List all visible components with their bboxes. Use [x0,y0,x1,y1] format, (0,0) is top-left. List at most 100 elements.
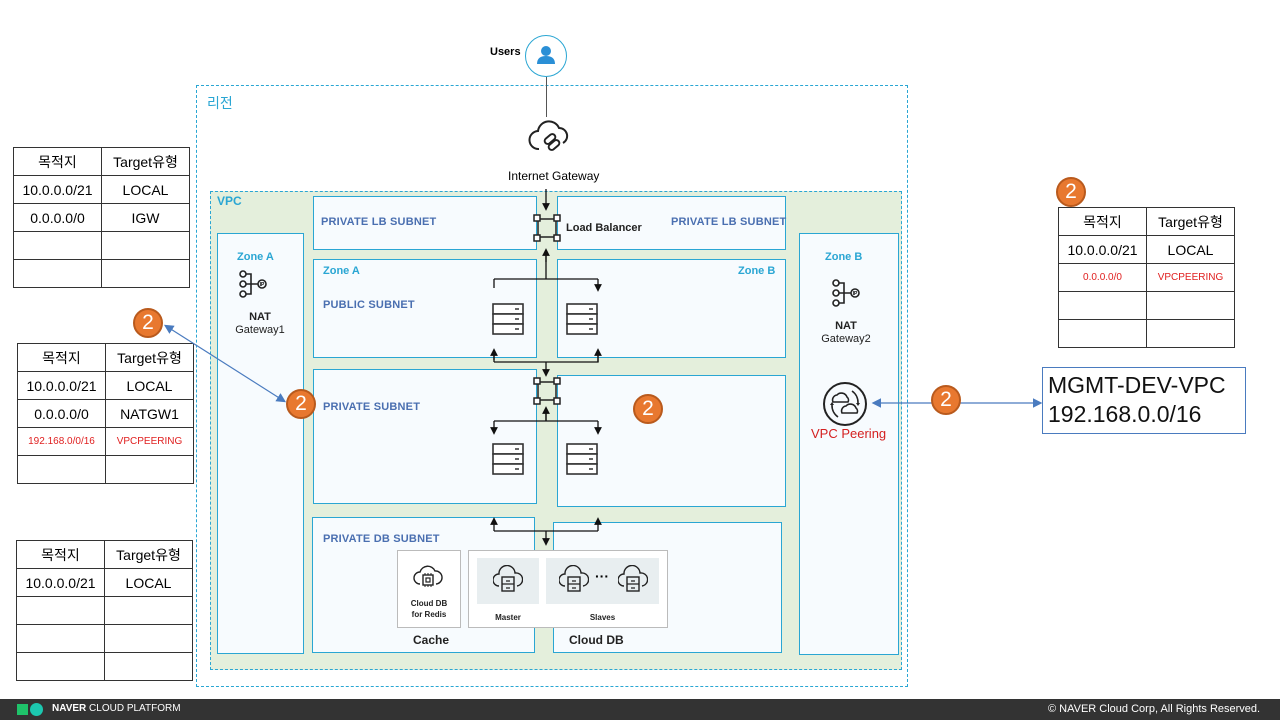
zone-a-label: Zone A [237,251,274,263]
table-row [16,596,193,625]
svg-text:IP: IP [260,282,265,288]
nat-label-line1: NAT [249,311,271,323]
mgmt-vpc-name: MGMT-DEV-VPC [1048,372,1226,398]
public-to-lb2-connector [493,352,599,363]
cell [13,259,102,288]
cell: 10.0.0.0/21 [17,371,106,400]
cell: LOCAL [1146,235,1235,264]
slave-db-icon [617,564,649,600]
zone-a-column [217,233,304,654]
vpc-peering-icon [822,381,868,432]
brand-rest: CLOUD PLATFORM [86,703,181,714]
private-lb-subnet-b [557,196,786,250]
public-subnet-label: PUBLIC SUBNET [323,299,415,311]
cell: VPCPEERING [1146,263,1235,292]
header-target-type: Target유형 [101,147,190,176]
internet-gateway-icon [527,117,573,162]
public-subnet-zone-b-label: Zone B [738,265,776,277]
cell [13,231,102,260]
nat-gateway1-icon: IP [237,268,271,307]
server-icon [566,443,598,480]
load-balancer-icon [533,214,561,249]
cell: LOCAL [104,568,193,597]
redis-label-line2: for Redis [411,610,447,619]
master-db-icon [492,564,524,600]
server-icon [492,443,524,480]
cloud-db-label: Cloud DB [569,633,624,647]
redis-label: Cloud DB for Redis [400,598,458,620]
header-destination: 목적지 [13,147,102,176]
cell [16,652,105,681]
cell [16,596,105,625]
step-badge: 2 [1056,177,1086,207]
step-badge: 2 [286,389,316,419]
private-lb-subnet-a-label: PRIVATE LB SUBNET [321,216,437,228]
nat-label-line2: Gateway2 [821,333,871,345]
private-lb-subnet-b-label: PRIVATE LB SUBNET [671,216,787,228]
slaves-label: Slaves [589,613,616,622]
table-row [17,455,194,484]
step-badge: 2 [633,394,663,424]
zone-b-label: Zone B [825,251,863,263]
vpc-label: VPC [217,194,242,208]
redis-label-line1: Cloud DB [410,599,448,608]
step-badge: 2 [931,385,961,415]
cell [17,455,106,484]
cell: 0.0.0.0/0 [17,399,106,428]
redis-cache-box [397,550,461,628]
nat-gateway2-label: NAT Gateway2 [806,320,886,346]
vpc-peering-label: VPC Peering [811,426,887,441]
cell [1058,319,1147,348]
load-balancer-label: Load Balancer [566,222,642,234]
svg-text:IP: IP [853,291,858,297]
cell: IGW [101,203,190,232]
cell [1146,319,1235,348]
header-target-type: Target유형 [104,540,193,569]
nat-gateway2-icon: IP [830,277,864,316]
route-table-link-arrow [163,324,287,403]
step-badge: 2 [133,308,163,338]
header-destination: 목적지 [17,343,106,372]
server-icon [492,303,524,340]
cell: 192.168.0/0/16 [17,427,106,456]
naver-logo-square-icon [17,704,28,715]
private-db-subnet-label: PRIVATE DB SUBNET [323,533,440,545]
private-subnet-zone-b [557,375,786,507]
private-subnet-label: PRIVATE SUBNET [323,401,421,413]
public-subnet-zone-a-label: Zone A [323,265,360,277]
cell: 10.0.0.0/21 [1058,235,1147,264]
table-row [16,652,193,681]
table-row [1058,319,1235,348]
cache-label: Cache [413,633,450,647]
private-subnet-zone-a [313,369,537,504]
brand-bold: NAVER [52,703,87,714]
users-connector [546,77,547,117]
naver-logo-circle-icon [30,703,43,716]
footer-bar [0,699,1280,720]
cell [104,596,193,625]
users-icon [525,35,567,77]
mgmt-vpc-cidr: 192.168.0.0/16 [1048,401,1202,427]
footer-copyright: © NAVER Cloud Corp, All Rights Reserved. [1048,703,1261,715]
cell [101,259,190,288]
master-label: Master [495,613,521,622]
redis-icon [413,564,443,597]
private-lb-subnet-a [313,196,537,250]
slaves-tile [546,558,659,604]
cell: LOCAL [101,175,190,204]
server-icon [566,303,598,340]
header-target-type: Target유형 [1146,207,1235,236]
zone-b-column [799,233,899,655]
users-label: Users [490,46,521,58]
cell: 10.0.0.0/21 [16,568,105,597]
table-row [13,259,190,288]
cell [104,652,193,681]
